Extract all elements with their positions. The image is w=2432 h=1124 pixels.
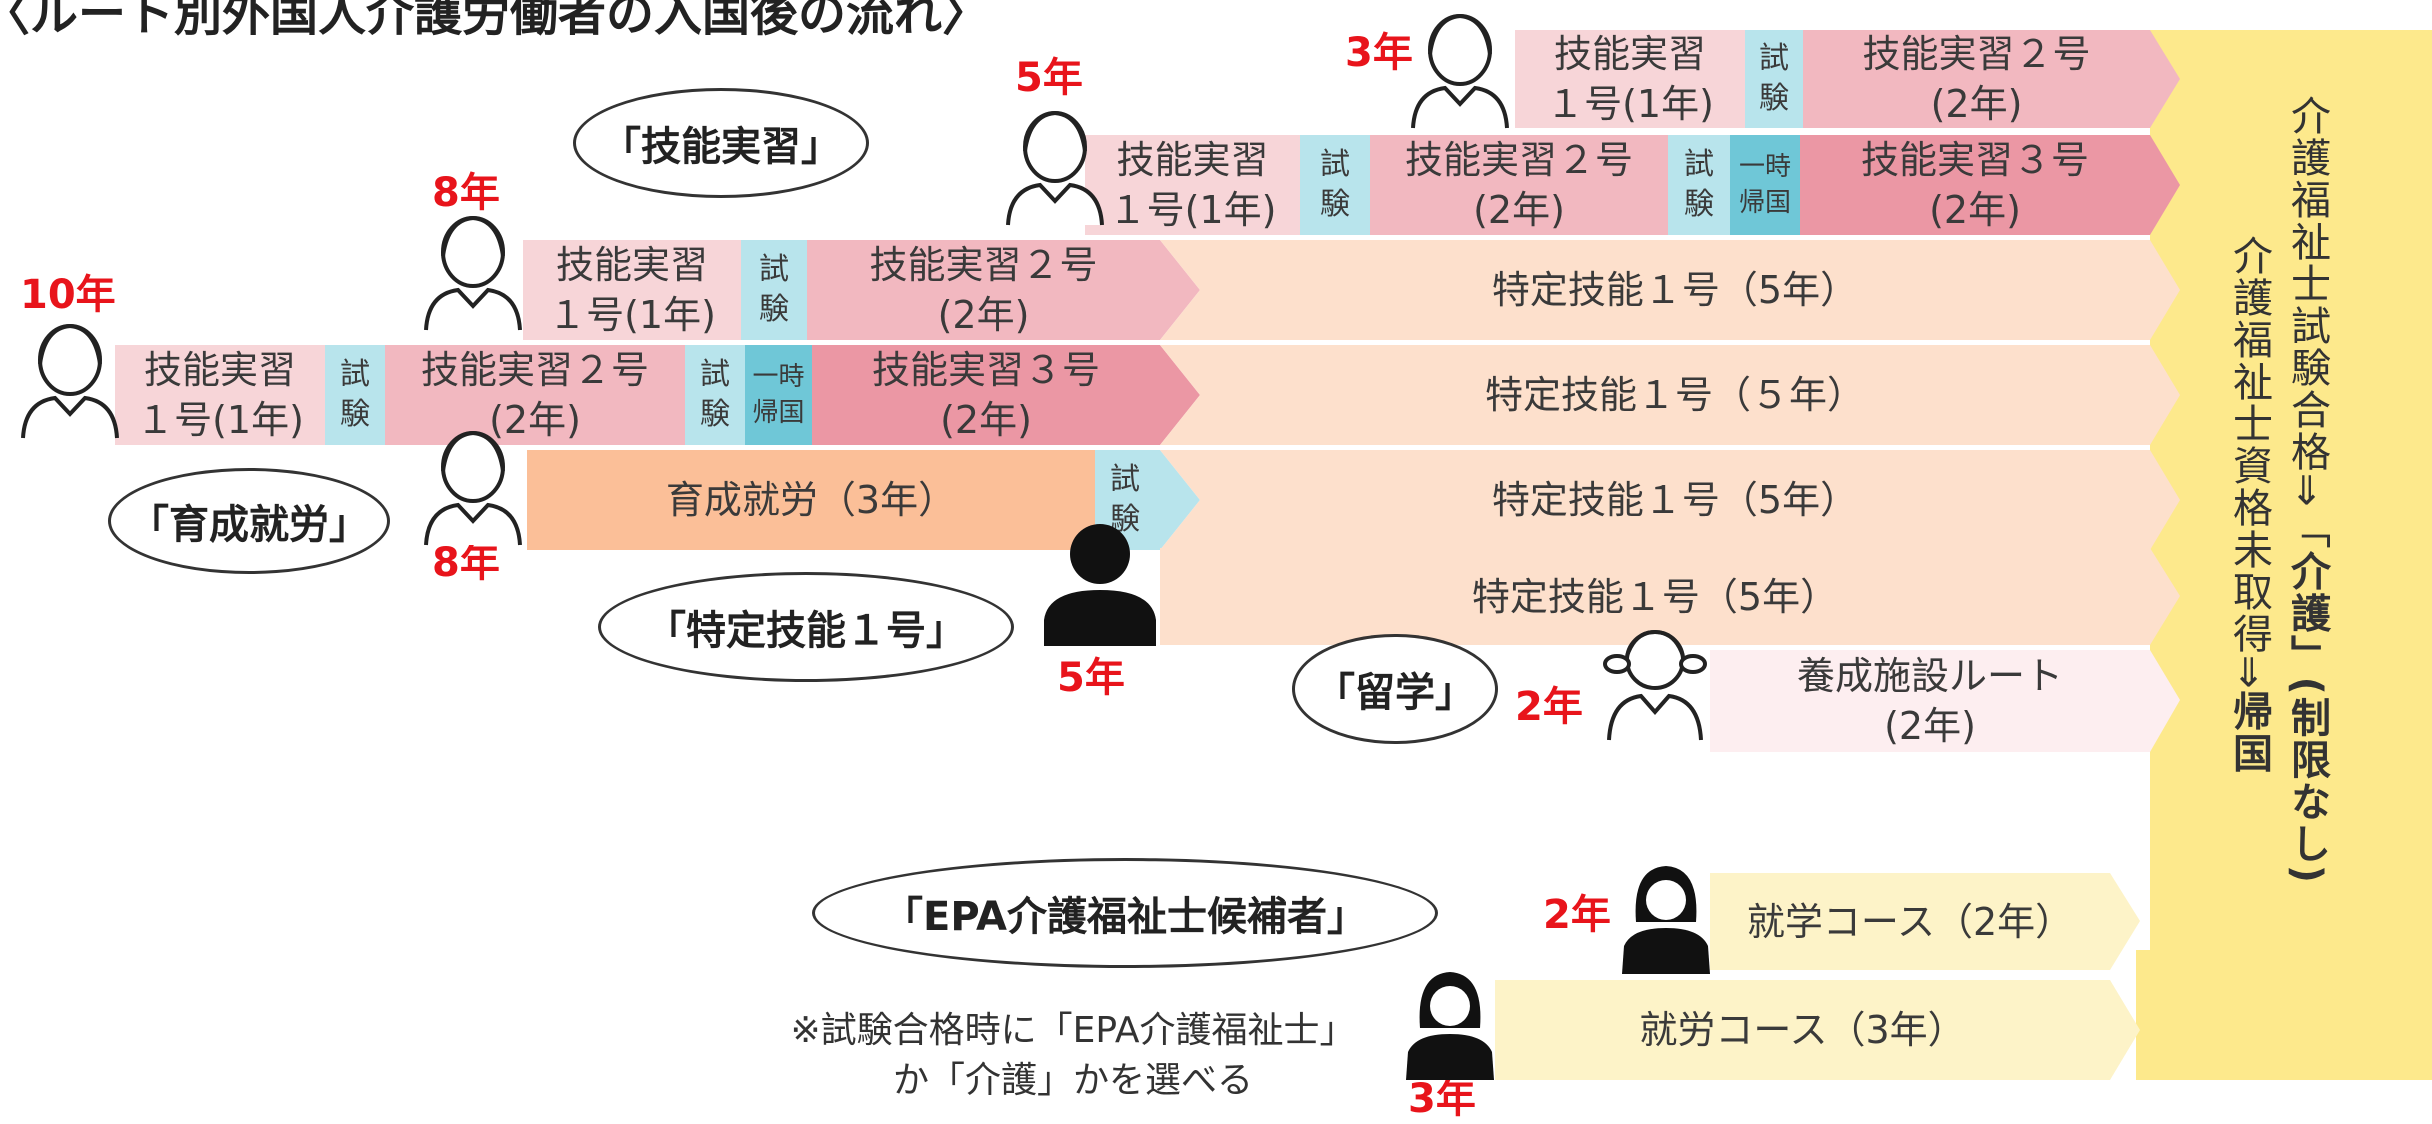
rowD-test-label: 試 験 (340, 357, 370, 432)
year-label-5-top: 5年 (1015, 55, 1083, 101)
rowA-gj1-label: 技能実習 １号(1年) (1546, 32, 1714, 126)
route-label-ikusei: 「育成就労」 (108, 468, 390, 574)
bar-rowD-gj3 (812, 345, 1200, 445)
bar-rowG-yousei (1710, 650, 2180, 752)
bar-rowC-gj2 (807, 240, 1200, 340)
person-outline-icon (1411, 13, 1509, 129)
rowB-test2-label: 試 験 (1684, 147, 1714, 222)
rowD-return-label: 一時 帰国 (752, 362, 805, 428)
rowD-gj2-label: 技能実習２号 (2年) (420, 348, 649, 442)
bar-rowC-gj1 (523, 240, 741, 340)
route-label-epa: 「EPA介護福祉士候補者」 (812, 858, 1438, 968)
year-label-3-top: 3年 (1345, 30, 1413, 76)
bar-rowC-test (741, 240, 807, 340)
person-outline-icon (424, 430, 522, 546)
route-label-tokutei: 「特定技能１号」 (598, 572, 1014, 682)
bar-rowE-tokutei (1160, 450, 2180, 550)
bar-rowD-gj2 (385, 345, 685, 445)
bar-rowB-gj3 (1800, 135, 2180, 235)
bar-rowB-test2 (1668, 135, 1730, 235)
rowD-test2-label: 試 験 (700, 357, 730, 432)
kaigo-pass-text: 介護福祉士試験合格⇒「介護」(制限なし) (2284, 95, 2330, 886)
year-label-3-epa: 3年 (1408, 1076, 1476, 1122)
bar-rowB-gj1 (1085, 135, 1300, 235)
epa-note: ※試験合格時に「EPA介護福祉士」 か「介護」かを選べる (790, 1010, 1356, 1101)
rowC-test-label: 試 験 (759, 252, 789, 327)
rowC-tokutei-label: 特定技能１号（5年） (1491, 268, 1859, 312)
rowB-gj1-label: 技能実習 １号(1年) (1108, 138, 1277, 232)
year-label-10: 10年 (20, 272, 116, 318)
rowD-gj3-label: 技能実習３号 (2年) (871, 348, 1100, 442)
rowE-tokutei-label: 特定技能１号（5年） (1491, 478, 1859, 522)
rowB-test-label: 試 験 (1320, 147, 1350, 222)
rowB-gj2-label: 技能実習２号 (2年) (1404, 138, 1633, 232)
bar-rowH-shugaku (1710, 873, 2140, 970)
rowI-shurou-label: 就労コース（3年） (1639, 1008, 1966, 1052)
bar-rowA-test (1745, 30, 1803, 128)
diagram-title: 〈ルート別外国人介護労働者の入国後の流れ〉 (0, 0, 991, 42)
bar-rowB-gj2 (1370, 135, 1668, 235)
person-outline-icon (1006, 110, 1104, 226)
route-label-ryugaku: 「留学」 (1292, 634, 1498, 744)
bar-rowB-test (1300, 135, 1370, 235)
bar-rowF-tokutei (1160, 548, 2180, 645)
year-label-2-epa: 2年 (1543, 892, 1611, 938)
bar-rowE-test (1095, 450, 1200, 550)
bar-rowB-return (1730, 135, 1800, 235)
bar-rowD-return (745, 345, 812, 445)
rowC-gj2-label: 技能実習２号 (2年) (869, 243, 1098, 337)
bar-rowD-test (325, 345, 385, 445)
rowA-test-label: 試 験 (1759, 41, 1789, 116)
rowB-gj3-label: 技能実習３号 (2年) (1860, 138, 2089, 232)
student-girl-icon (1603, 629, 1707, 741)
person-silhouette-icon (1044, 524, 1156, 646)
bar-rowD-gj1 (115, 345, 325, 445)
person-outline-icon (424, 215, 522, 331)
rowB-return-label: 一時 帰国 (1738, 152, 1791, 218)
rowA-gj2-label: 技能実習２号 (2年) (1862, 32, 2091, 126)
year-label-8-bottom: 8年 (432, 540, 500, 586)
rowD-gj1-label: 技能実習 １号(1年) (136, 348, 304, 442)
rowE-ikusei-label: 育成就労（3年） (665, 478, 957, 522)
person-silhouette-female-icon (1622, 866, 1710, 974)
bar-rowE-ikusei (527, 450, 1095, 550)
rowC-gj1-label: 技能実習 １号(1年) (548, 243, 716, 337)
year-label-8-top: 8年 (432, 170, 500, 216)
person-silhouette-female-icon (1406, 972, 1494, 1080)
person-outline-icon (21, 323, 119, 439)
rowE-test-label: 試 験 (1110, 462, 1140, 537)
rowG-yousei-label: 養成施設ルート (2年) (1796, 654, 2063, 748)
rowF-tokutei-label: 特定技能１号（5年） (1471, 574, 1839, 619)
bar-rowD-test2 (685, 345, 745, 445)
bar-rowA-gj2 (1803, 30, 2180, 128)
bar-rowC-tokutei (1160, 240, 2180, 340)
route-label-ginou: 「技能実習」 (573, 88, 869, 198)
bar-rowD-tokutei (1160, 345, 2180, 445)
year-label-5-bottom: 5年 (1057, 655, 1125, 701)
rowD-tokutei-label: 特定技能１号（５年） (1484, 373, 1865, 417)
bar-rowI-shurou (1495, 980, 2140, 1080)
bar-rowA-gj1 (1515, 30, 1745, 128)
rowH-shugaku-label: 就学コース（2年） (1746, 899, 2074, 944)
year-label-2-ryugaku: 2年 (1515, 684, 1583, 730)
kaigo-fail-text: 介護福祉士資格未取得⇒帰国 (2226, 235, 2272, 775)
